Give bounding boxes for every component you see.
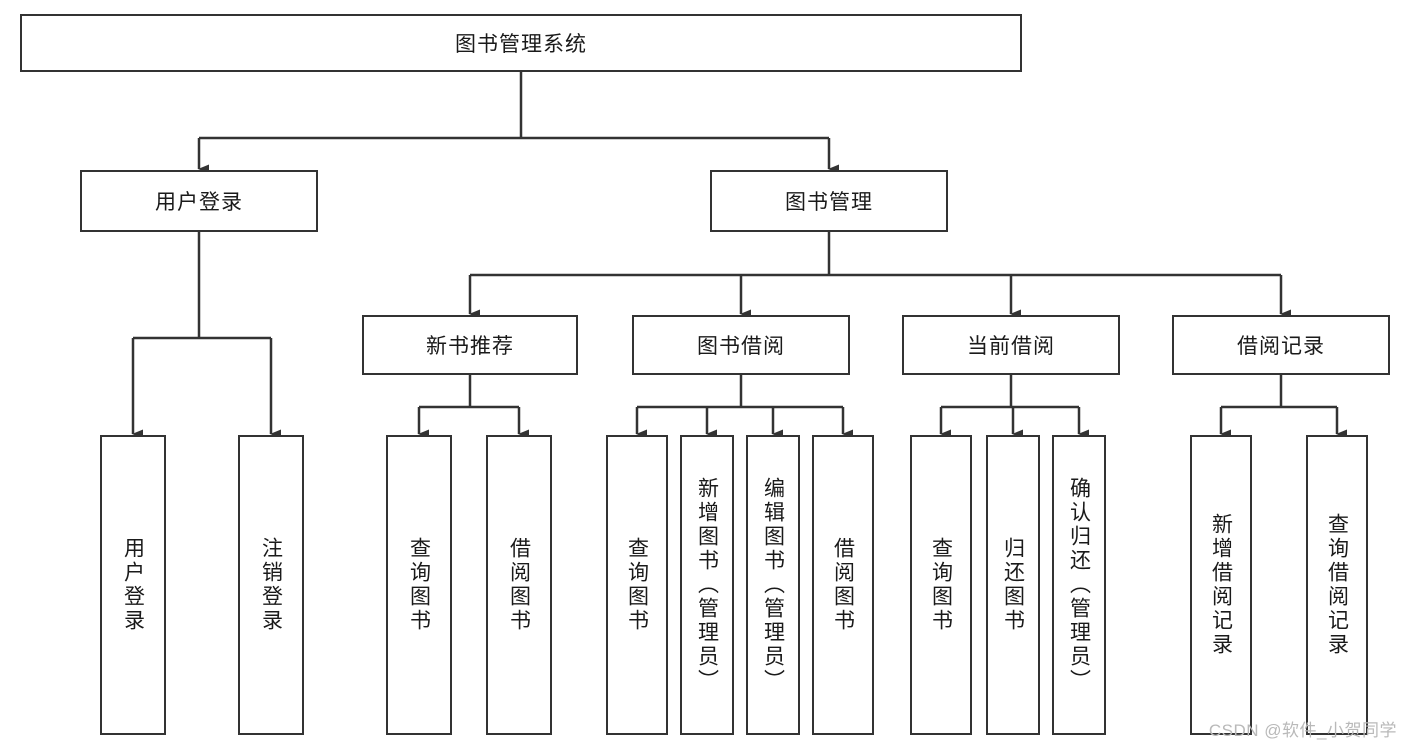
- node-label: 借阅图书: [507, 537, 531, 633]
- node-leaf-5[interactable]: 新增图书（管理员）: [680, 435, 734, 735]
- node-label: 新书推荐: [426, 335, 514, 358]
- node-label: 用户登录: [155, 191, 243, 214]
- node-leaf-4[interactable]: 查询图书: [606, 435, 668, 735]
- node-leaf-8[interactable]: 查询图书: [910, 435, 972, 735]
- node-label: 图书管理: [785, 191, 873, 214]
- node-leaf-9[interactable]: 归还图书: [986, 435, 1040, 735]
- watermark-text: CSDN @软件_小贺同学: [1208, 721, 1397, 740]
- node-label: 借阅图书: [831, 537, 855, 633]
- node-label: 新增图书（管理员）: [695, 477, 719, 693]
- node-level2-1[interactable]: 图书管理: [710, 170, 948, 232]
- node-level3-0[interactable]: 新书推荐: [362, 315, 578, 375]
- node-label: 新增借阅记录: [1209, 513, 1233, 657]
- node-label: 图书管理系统: [455, 33, 587, 56]
- node-label: 查询借阅记录: [1325, 513, 1349, 657]
- node-label: 归还图书: [1001, 537, 1025, 633]
- node-leaf-11[interactable]: 新增借阅记录: [1190, 435, 1252, 735]
- node-label: 用户登录: [121, 537, 145, 633]
- node-level3-3[interactable]: 借阅记录: [1172, 315, 1390, 375]
- node-label: 编辑图书（管理员）: [761, 477, 785, 693]
- node-leaf-6[interactable]: 编辑图书（管理员）: [746, 435, 800, 735]
- node-leaf-7[interactable]: 借阅图书: [812, 435, 874, 735]
- node-label: 确认归还（管理员）: [1067, 477, 1091, 693]
- connector-paths: [131, 72, 1347, 439]
- node-level2-0[interactable]: 用户登录: [80, 170, 318, 232]
- node-leaf-0[interactable]: 用户登录: [100, 435, 166, 735]
- node-label: 当前借阅: [967, 335, 1055, 358]
- node-label: 注销登录: [259, 537, 283, 633]
- node-label: 图书借阅: [697, 335, 785, 358]
- node-leaf-1[interactable]: 注销登录: [238, 435, 304, 735]
- node-label: 查询图书: [407, 537, 431, 633]
- node-leaf-3[interactable]: 借阅图书: [486, 435, 552, 735]
- node-root[interactable]: 图书管理系统: [20, 14, 1022, 72]
- node-label: 查询图书: [625, 537, 649, 633]
- node-label: 查询图书: [929, 537, 953, 633]
- node-leaf-12[interactable]: 查询借阅记录: [1306, 435, 1368, 735]
- node-leaf-2[interactable]: 查询图书: [386, 435, 452, 735]
- node-leaf-10[interactable]: 确认归还（管理员）: [1052, 435, 1106, 735]
- node-label: 借阅记录: [1237, 335, 1325, 358]
- node-level3-2[interactable]: 当前借阅: [902, 315, 1120, 375]
- node-level3-1[interactable]: 图书借阅: [632, 315, 850, 375]
